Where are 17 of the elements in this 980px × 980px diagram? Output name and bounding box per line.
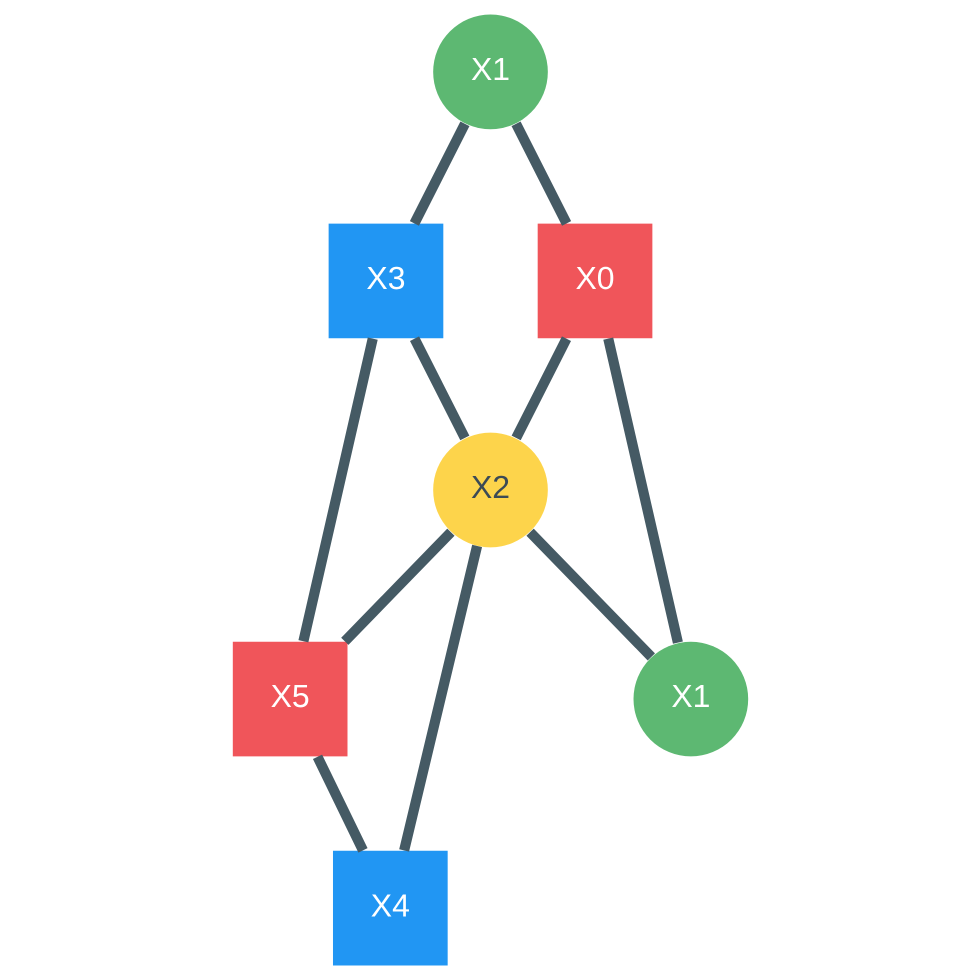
connector	[526, 528, 654, 660]
node-box: X5	[232, 642, 347, 756]
node-circle: X1	[633, 642, 748, 756]
connector	[340, 528, 454, 645]
connector	[409, 121, 469, 226]
node-circle: X2	[432, 432, 548, 548]
node-box: X0	[537, 224, 652, 338]
node-box: X4	[332, 850, 448, 966]
connector	[410, 336, 469, 440]
connector	[602, 338, 682, 644]
connector	[312, 754, 368, 853]
connector	[511, 121, 571, 226]
connector	[298, 338, 378, 642]
node-circle: X1	[432, 14, 548, 130]
connector	[511, 336, 570, 440]
connector	[398, 544, 482, 852]
node-box: X3	[328, 224, 443, 338]
